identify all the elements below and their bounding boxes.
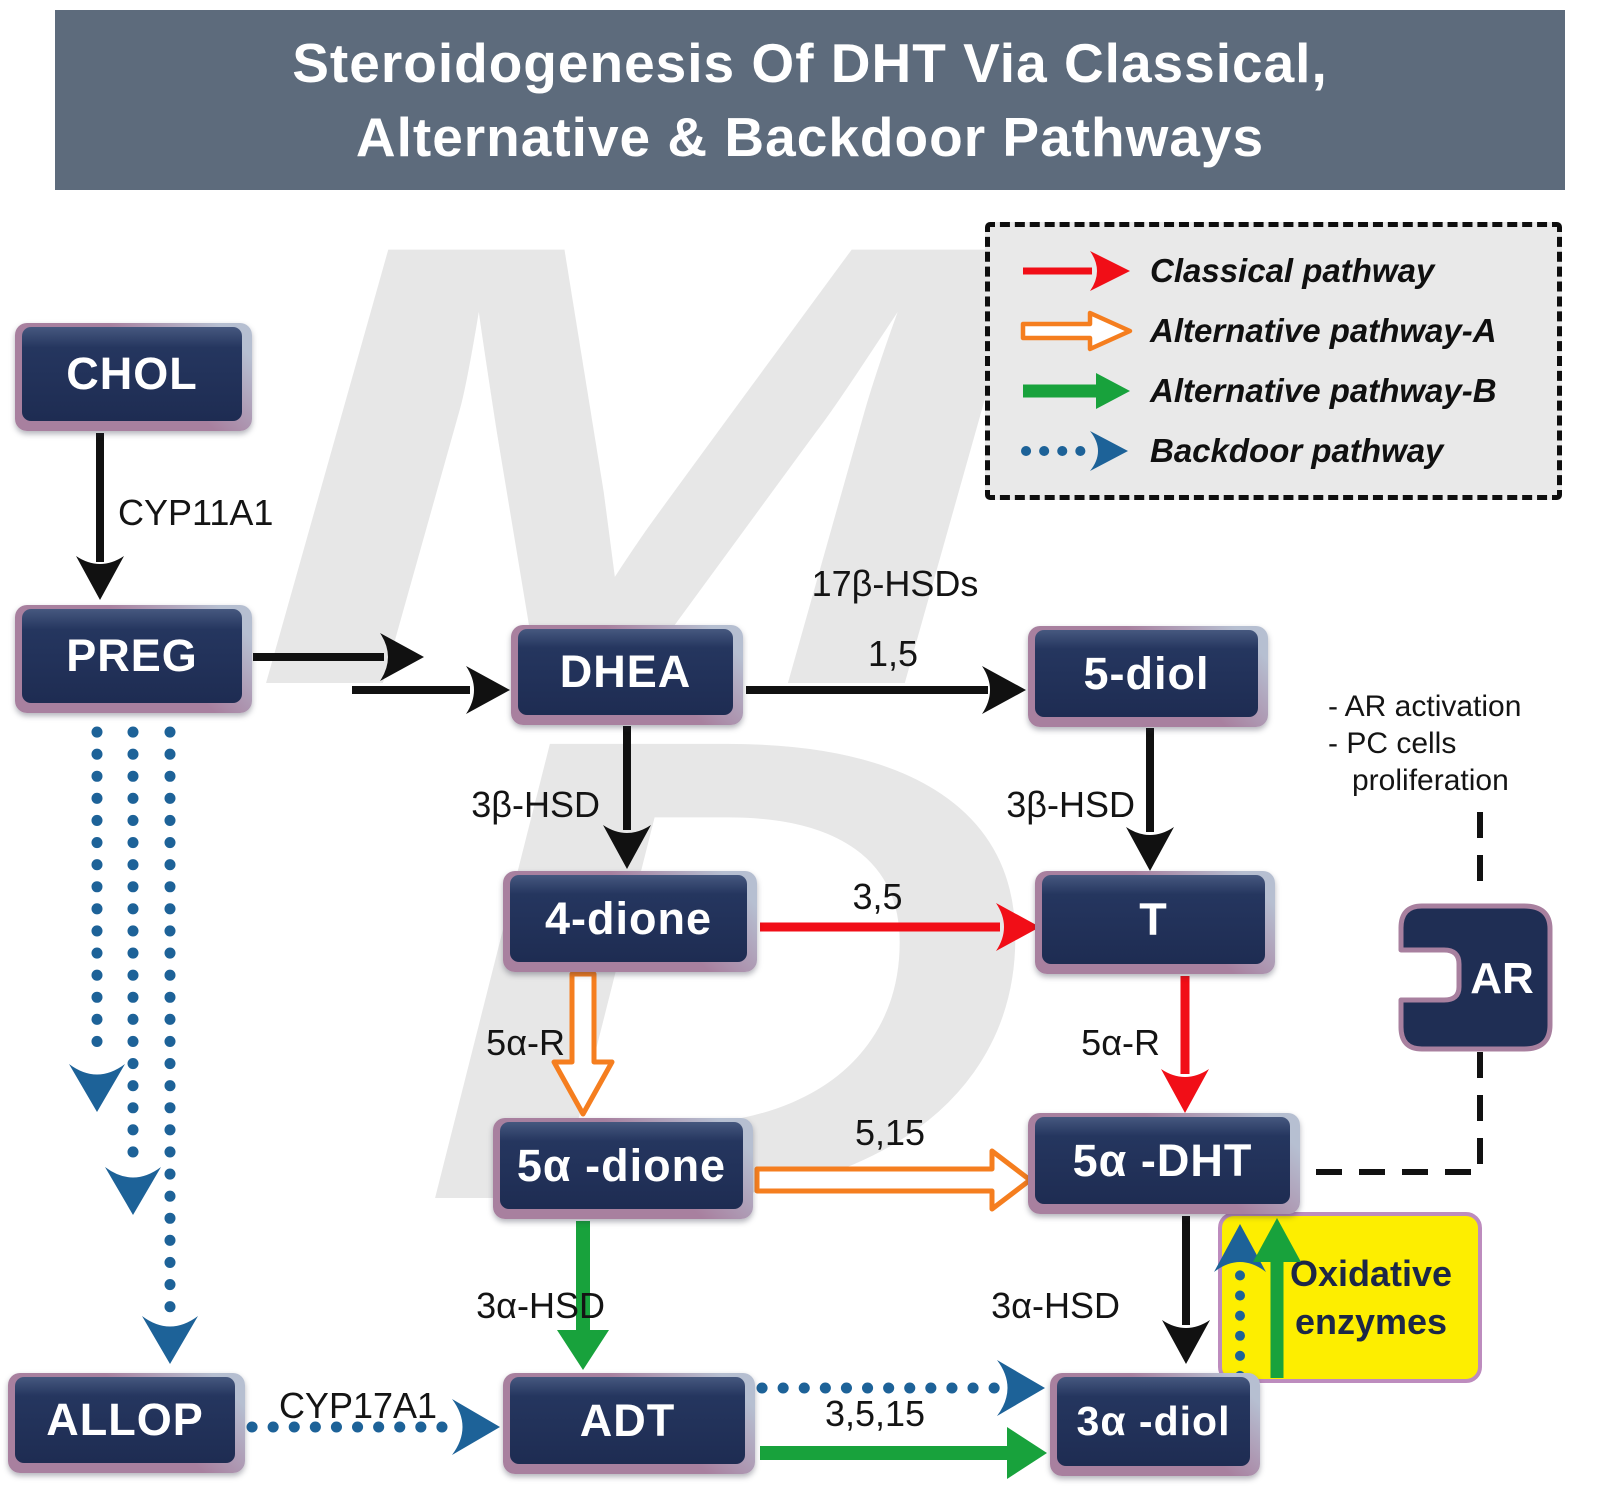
title-banner: Steroidogenesis Of DHT Via Classical, Al… xyxy=(55,10,1565,190)
legend-item-classical: Classical pathway xyxy=(1018,246,1547,296)
alternative-a-pathway-arrow-icon xyxy=(1018,309,1136,353)
node-label: 4-dione xyxy=(544,892,712,944)
classical-pathway-arrow-icon xyxy=(1018,249,1136,293)
alternative-b-pathway-arrow-icon xyxy=(1018,369,1136,413)
node-adt: ADT xyxy=(503,1373,755,1474)
node-label: ADT xyxy=(579,1394,676,1446)
node-3adiol: 3α -diol xyxy=(1050,1373,1260,1476)
legend-label: Classical pathway xyxy=(1150,252,1435,289)
ar-note-line3: proliferation xyxy=(1352,764,1509,797)
node-dhea: DHEA xyxy=(511,625,743,725)
node-5adione: 5α -dione xyxy=(493,1118,753,1219)
label-3-5-15: 3,5,15 xyxy=(824,1393,926,1434)
label-5a-r-right: 5α-R xyxy=(1081,1022,1160,1063)
arrow-t-dht-classical xyxy=(1161,976,1209,1113)
label-3a-hsd-left: 3α-HSD xyxy=(476,1285,605,1326)
node-label: PREG xyxy=(66,630,198,681)
node-t: T xyxy=(1035,871,1275,974)
node-preg: PREG xyxy=(15,605,252,713)
title-line-1: Steroidogenesis Of DHT Via Classical, xyxy=(292,32,1328,94)
oxidative-enzymes-line1: Oxidative xyxy=(1289,1252,1453,1294)
node-label: 3α -diol xyxy=(1076,1398,1231,1444)
node-label: CHOL xyxy=(66,348,198,399)
node-allop: ALLOP xyxy=(8,1373,245,1473)
node-label: 5-diol xyxy=(1083,647,1210,699)
label-3b-hsd-right: 3β-HSD xyxy=(1006,784,1135,825)
legend-item-backdoor: Backdoor pathway xyxy=(1018,426,1547,476)
label-5-15: 5,15 xyxy=(854,1112,926,1153)
node-chol: CHOL xyxy=(15,323,252,431)
arrow-preg-backdoor-2 xyxy=(105,726,161,1215)
arrow-preg-backdoor-1 xyxy=(69,726,125,1112)
label-cyp17a1: CYP17A1 xyxy=(278,1385,438,1426)
backdoor-pathway-arrow-icon xyxy=(1018,429,1136,473)
legend-item-alternative-a: Alternative pathway-A xyxy=(1018,306,1547,356)
label-17b-hsds: 17β-HSDs xyxy=(811,563,979,604)
dashed-line-ar-to-dht xyxy=(1315,1052,1483,1175)
ar-note-line1: - AR activation xyxy=(1328,690,1522,723)
node-label: T xyxy=(1139,893,1168,945)
node-label: 5α -DHT xyxy=(1072,1134,1253,1186)
node-label: DHEA xyxy=(559,646,692,697)
label-3a-hsd-right: 3α-HSD xyxy=(991,1285,1120,1326)
arrow-dht-3adiol xyxy=(1162,1216,1210,1364)
node-label: AR xyxy=(1470,954,1534,1003)
oxidative-enzymes-box: Oxidative enzymes xyxy=(1218,1212,1482,1383)
ar-note: - AR activation - PC cells proliferation xyxy=(1328,688,1521,799)
node-5diol: 5-diol xyxy=(1028,626,1268,727)
legend-item-alternative-b: Alternative pathway-B xyxy=(1018,366,1547,416)
legend-label: Alternative pathway-A xyxy=(1150,312,1497,349)
label-3-5: 3,5 xyxy=(852,876,903,917)
legend-label: Alternative pathway-B xyxy=(1150,372,1497,409)
legend: Classical pathway Alternative pathway-A … xyxy=(985,222,1562,500)
title-line-2: Alternative & Backdoor Pathways xyxy=(355,106,1265,168)
node-label: 5α -dione xyxy=(516,1139,727,1191)
ar-receptor-shape xyxy=(1398,903,1553,1052)
ar-note-line2: - PC cells xyxy=(1328,727,1457,760)
legend-label: Backdoor pathway xyxy=(1150,432,1444,469)
label-5a-r-left: 5α-R xyxy=(486,1022,565,1063)
label-1-5: 1,5 xyxy=(867,633,919,674)
arrow-preg-allop-backdoor xyxy=(142,726,198,1364)
arrow-chol-preg xyxy=(76,433,124,600)
label-cyp11a1: CYP11A1 xyxy=(118,492,274,533)
node-5adht: 5α -DHT xyxy=(1028,1113,1300,1214)
node-label: ALLOP xyxy=(46,1394,204,1445)
label-3b-hsd-left: 3β-HSD xyxy=(471,784,600,825)
node-4dione: 4-dione xyxy=(503,871,757,972)
node-ar: AR xyxy=(1398,903,1554,1058)
oxidative-enzymes-line2: enzymes xyxy=(1294,1300,1448,1342)
